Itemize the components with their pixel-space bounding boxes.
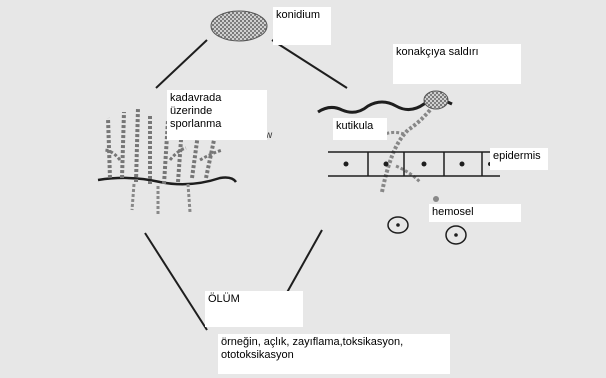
host-cuticle-icon [318, 91, 452, 192]
label-uzerinde: üzerinde [170, 105, 264, 118]
label-sporulation-on-cadaver: kadavrada üzerinde sporlanma [167, 90, 267, 140]
label-olum: ÖLÜM [205, 291, 303, 327]
label-epidermis: epidermis [490, 148, 548, 170]
cycle-line-bottom-left [145, 233, 207, 330]
epidermis-cell-row-icon [328, 152, 500, 176]
label-kutikula: kutikula [333, 118, 387, 140]
label-host-attack: konakçıya saldırı [393, 44, 521, 84]
label-konidium: konidium [273, 7, 331, 45]
conidium-spore-icon [211, 11, 267, 41]
label-hemosel: hemosel [429, 204, 521, 222]
label-death-causes-line-1: örneğin, açlık, zayıflama,toksikasyon, [221, 336, 447, 349]
label-death-causes: örneğin, açlık, zayıflama,toksikasyon, o… [218, 334, 450, 374]
cycle-line-top-left [156, 40, 207, 88]
cycle-line-top-right [272, 40, 347, 88]
label-kadavrada: kadavrada [170, 92, 264, 105]
label-sporlanma: sporlanma [170, 118, 264, 131]
label-death-causes-line-2: ototoksikasyon [221, 349, 447, 362]
